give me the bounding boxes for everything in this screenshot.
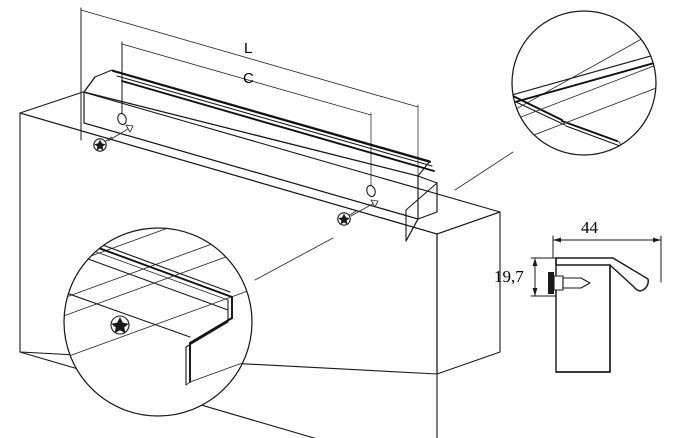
section-height-dimension: [530, 257, 557, 297]
screw-fastener: [337, 199, 379, 226]
mounting-hole: [117, 112, 127, 126]
center-distance-dimension: [121, 41, 372, 197]
overall-length-label: L: [244, 40, 253, 57]
cross-section-view: [530, 235, 662, 373]
screw-fastener: [93, 124, 134, 152]
section-width-dimension: [552, 235, 662, 283]
detail-circle-profile-end: [454, 10, 657, 191]
section-back-leg: [555, 257, 611, 373]
l-profile-rail: [83, 69, 438, 242]
screw-fastener: [110, 315, 130, 335]
section-top-arm: [555, 257, 649, 292]
section-height-label: 19,7: [494, 267, 524, 286]
mounting-hole: [366, 184, 376, 198]
detail-circle-screw-fixing: [63, 227, 334, 417]
section-width-label: 44: [581, 218, 598, 237]
section-screw: [548, 272, 591, 294]
center-distance-label: C: [243, 70, 254, 87]
